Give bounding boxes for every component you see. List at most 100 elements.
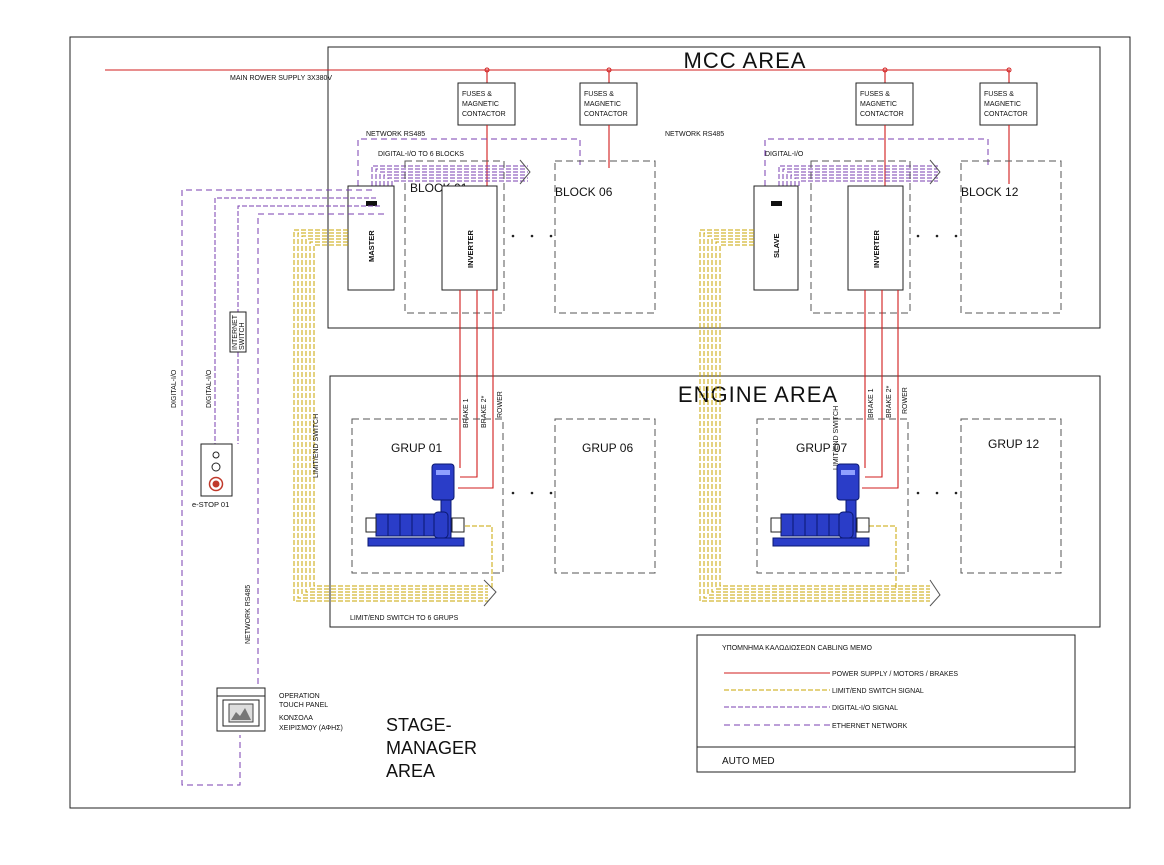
dio-to-6-blocks-label: DIGITAL-I/O TO 6 BLOCKS: [378, 151, 464, 158]
cabling-memo: ΥΠΟΜΝΗΜΑ ΚΑΛΩΔΙΩΣΕΩΝ CABLING MEMO POWER …: [696, 634, 1076, 773]
fuses-label-line3: CONTACTOR: [984, 111, 1028, 118]
engine-ellipsis-left: [511, 491, 553, 495]
fuses-label-line2: MAGNETIC: [984, 101, 1021, 108]
memo-item-ethernet: ETHERNET NETWORK: [832, 723, 908, 730]
group-12: [960, 418, 1062, 574]
network-line-left: [181, 189, 372, 786]
operation-touch-panel: [216, 687, 266, 732]
panel-label-line4: ΧΕΙΡΙΣΜΟΥ (ΑΦΗΣ): [279, 725, 343, 732]
limit-end-label-vertical: LIMIT/END SWITCH: [313, 414, 320, 478]
power-label-left: ROWER: [497, 391, 504, 418]
engine-area-title: ENGINE AREA: [678, 382, 838, 407]
digital-io-bundle-left: [371, 159, 531, 186]
motor-winch-icon: [365, 463, 465, 547]
mcc-area: [327, 46, 1101, 329]
fuses-label-line1: FUSES &: [584, 91, 614, 98]
engine-area: [329, 375, 1101, 628]
internet-switch-line2: SWITCH: [239, 322, 246, 350]
motor-wires-right: [862, 290, 899, 489]
group-07: [756, 418, 909, 574]
fuses-box-2: FUSES & MAGNETIC CONTACTOR: [579, 67, 638, 126]
panel-label-line1: OPERATION: [279, 693, 320, 700]
block-07: [810, 160, 911, 314]
memo-item-limit: LIMIT/END SWITCH SIGNAL: [832, 688, 924, 695]
mcc-area-title: MCC AREA: [684, 48, 807, 73]
dio-label-vert-2: DIGITAL-I/O: [206, 369, 213, 408]
fuses-label-line2: MAGNETIC: [584, 101, 621, 108]
memo-item-digital: DIGITAL-I/O SIGNAL: [832, 705, 898, 712]
arrow-head: [519, 159, 531, 185]
limit-end-label-right: LIMIT/END SWITCH: [833, 406, 840, 470]
network-rs485-right: [764, 138, 989, 186]
fuses-label-line3: CONTACTOR: [462, 111, 506, 118]
inverter-unit-2: [847, 185, 904, 291]
estop-label: e-STOP 01: [192, 500, 229, 509]
inverter-label-2: INVERTER: [872, 229, 881, 268]
fuses-label-line3: CONTACTOR: [860, 111, 904, 118]
memo-footer: AUTO MED: [722, 756, 775, 767]
block-06-label: BLOCK 06: [555, 185, 613, 199]
power-label-right: ROWER: [902, 387, 909, 414]
fuses-label-line2: MAGNETIC: [860, 101, 897, 108]
fuses-box-3: FUSES & MAGNETIC CONTACTOR: [855, 67, 914, 126]
fuses-box-4: FUSES & MAGNETIC CONTACTOR: [979, 67, 1038, 126]
memo-title: ΥΠΟΜΝΗΜΑ ΚΑΛΩΔΙΩΣΕΩΝ CABLING MEMO: [722, 645, 873, 652]
inverter-label-1: INVERTER: [466, 229, 475, 268]
brake1-label-left: BRAKE 1: [463, 398, 470, 428]
estop-lamp-icon: [211, 462, 221, 472]
fuses-label-line3: CONTACTOR: [584, 111, 628, 118]
group-06-label: GRUP 06: [582, 441, 633, 455]
limit-to-6-label: LIMIT/END SWITCH TO 6 GRUPS: [350, 615, 459, 622]
digital-io-line-estop: [214, 197, 376, 444]
limit-bundle-left: [293, 229, 497, 607]
fuses-label-line1: FUSES &: [462, 91, 492, 98]
master-indicator: [366, 201, 377, 206]
engine-ellipsis-right: [916, 491, 958, 495]
slave-indicator: [771, 201, 782, 206]
arrow-head: [929, 159, 941, 185]
fuses-box-1: FUSES & MAGNETIC CONTACTOR: [457, 67, 516, 126]
network-label-left: NETWORK RS485: [366, 131, 425, 138]
estop-led-icon: [212, 451, 220, 459]
fuses-label-line1: FUSES &: [860, 91, 890, 98]
brake2-label-left: BRAKE 2*: [481, 395, 488, 428]
stage-area-line1: STAGE-: [386, 715, 452, 735]
panel-screen-icon: [231, 708, 251, 720]
panel-label-line2: TOUCH PANEL: [279, 702, 328, 709]
stage-area-line3: AREA: [386, 761, 435, 781]
brake2-label-right: BRAKE 2*: [886, 385, 893, 418]
main-supply-label: MAIN ROWER SUPPLY 3X380V: [230, 75, 332, 82]
network-rs485-line: [257, 213, 384, 688]
group-06: [554, 418, 656, 574]
stage-area-line2: MANAGER: [386, 738, 477, 758]
network-label-right: NETWORK RS485: [665, 131, 724, 138]
block-06: [554, 160, 656, 314]
mcc-ellipsis-left: [511, 234, 553, 238]
mcc-ellipsis-right: [916, 234, 958, 238]
fuses-label-line2: MAGNETIC: [462, 101, 499, 108]
master-label: MASTER: [367, 230, 376, 262]
brake1-label-right: BRAKE 1: [868, 388, 875, 418]
digital-io-line-switch: [237, 205, 380, 312]
outer-frame: [69, 36, 1131, 809]
motor-winch-icon: [770, 463, 870, 547]
block-01: [404, 160, 505, 314]
digital-io-bundle-right: [778, 159, 941, 186]
group-07-label: GRUP 07: [796, 441, 847, 455]
dio-label-vert-1: DIGITAL-I/O: [171, 369, 178, 408]
dio-label-right: DIGITAL-I/O: [765, 151, 804, 158]
block-12-label: BLOCK 12: [961, 185, 1019, 199]
panel-label-line3: ΚΟΝΣΟΛΑ: [279, 715, 313, 722]
limit-bundle-right: [699, 229, 941, 607]
group-01-label: GRUP 01: [391, 441, 442, 455]
inverter-unit-1: [441, 185, 498, 291]
memo-item-power: POWER SUPPLY / MOTORS / BRAKES: [832, 671, 958, 678]
group-12-label: GRUP 12: [988, 437, 1039, 451]
group-01: [351, 418, 504, 574]
fuses-label-line1: FUSES &: [984, 91, 1014, 98]
internet-switch-line1: INTERNET: [232, 314, 239, 350]
motor-wires-left: [458, 290, 494, 489]
block-12: [960, 160, 1062, 314]
